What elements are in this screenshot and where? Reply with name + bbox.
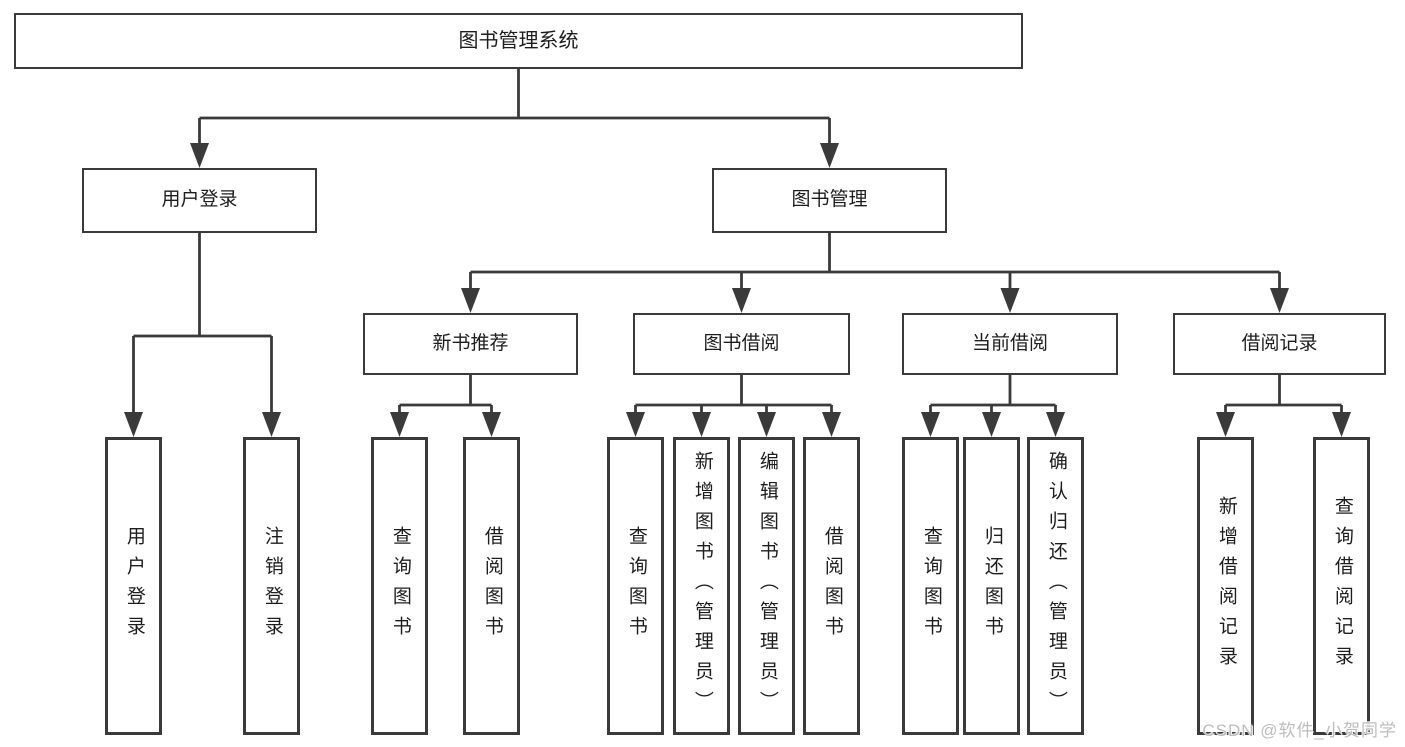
node-label: 查询图书 xyxy=(389,526,411,646)
leaf-confirm-return-admin: 确认归还（管理员） xyxy=(1027,437,1084,735)
node-label: 新书推荐 xyxy=(432,332,509,354)
node-current-borrowing: 当前借阅 xyxy=(902,313,1118,375)
leaf-query-books-borrow: 查询图书 xyxy=(607,437,664,735)
node-label: 图书管理系统 xyxy=(458,30,579,52)
node-label: 用户登录 xyxy=(123,526,145,646)
node-user-login: 用户登录 xyxy=(82,168,317,233)
node-label: 查询图书 xyxy=(625,526,647,646)
leaf-return-books: 归还图书 xyxy=(963,437,1020,735)
leaf-query-books-current: 查询图书 xyxy=(902,437,959,735)
node-label: 用户登录 xyxy=(161,189,238,211)
node-label: 借阅图书 xyxy=(481,526,503,646)
node-label: 新增图书（管理员） xyxy=(691,451,713,721)
node-label: 当前借阅 xyxy=(971,332,1048,354)
arrowhead-icons xyxy=(124,143,1351,437)
leaf-add-books-admin: 新增图书（管理员） xyxy=(673,437,730,735)
node-label: 新增借阅记录 xyxy=(1215,496,1237,676)
node-label: 图书借阅 xyxy=(703,332,780,354)
node-label: 查询借阅记录 xyxy=(1331,496,1353,676)
node-label: 编辑图书（管理员） xyxy=(756,451,778,721)
node-label: 查询图书 xyxy=(920,526,942,646)
leaf-borrow-books-recommend: 借阅图书 xyxy=(463,437,520,735)
node-label: 图书管理 xyxy=(791,189,868,211)
leaf-query-books-recommend: 查询图书 xyxy=(371,437,428,735)
leaf-logout: 注销登录 xyxy=(243,437,300,735)
leaf-user-login: 用户登录 xyxy=(105,437,162,735)
node-book-borrowing: 图书借阅 xyxy=(633,313,850,375)
leaf-edit-books-admin: 编辑图书（管理员） xyxy=(738,437,795,735)
node-new-book-recommend: 新书推荐 xyxy=(363,313,578,375)
leaf-add-borrow-record: 新增借阅记录 xyxy=(1197,437,1254,735)
csdn-watermark: CSDN @软件_小贺同学 xyxy=(1202,721,1397,740)
node-label: 注销登录 xyxy=(261,526,283,646)
leaf-query-borrow-record: 查询借阅记录 xyxy=(1313,437,1370,735)
node-library-management-system: 图书管理系统 xyxy=(14,13,1023,69)
node-label: 借阅记录 xyxy=(1241,332,1318,354)
node-label: 归还图书 xyxy=(981,526,1003,646)
node-borrowing-records: 借阅记录 xyxy=(1173,313,1386,375)
node-label: 借阅图书 xyxy=(821,526,843,646)
node-book-management: 图书管理 xyxy=(712,168,947,233)
leaf-borrow-books: 借阅图书 xyxy=(803,437,860,735)
node-label: 确认归还（管理员） xyxy=(1045,451,1067,721)
